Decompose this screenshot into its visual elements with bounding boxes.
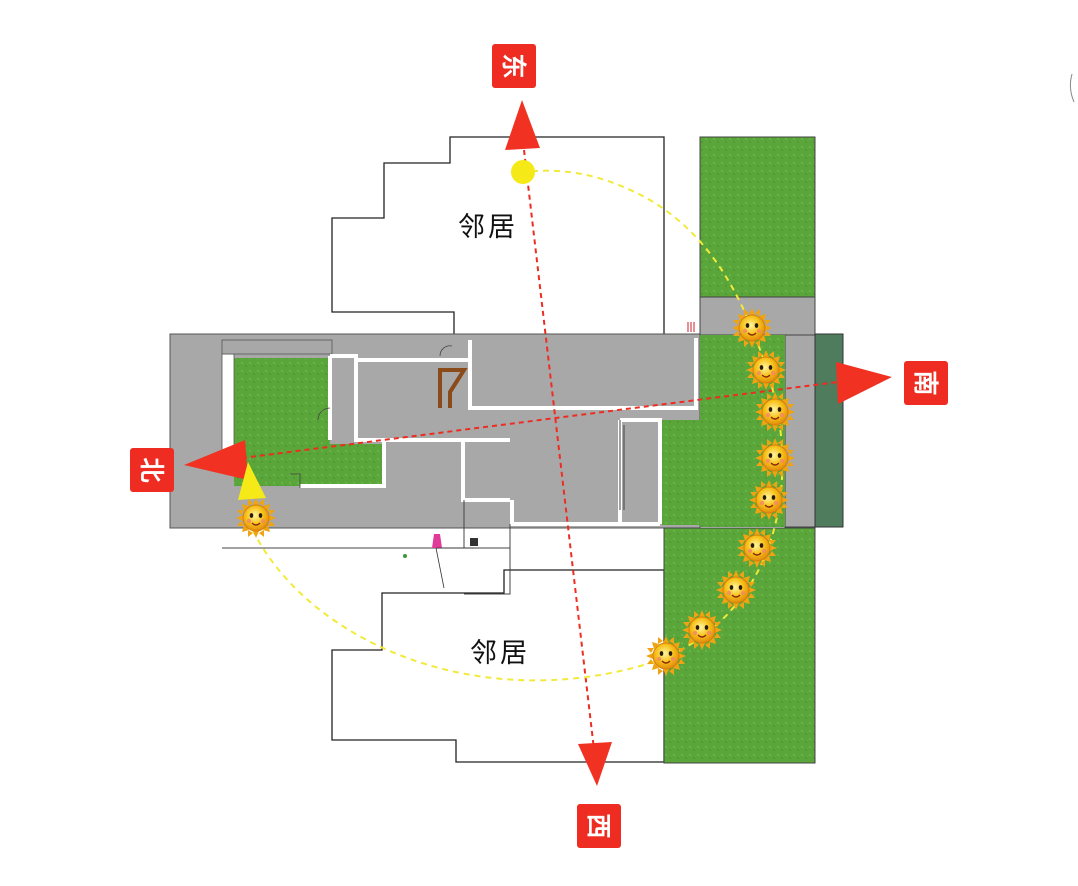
svg-text:西: 西 <box>584 813 613 838</box>
red-fixture-marks <box>687 322 695 332</box>
interior-thin-lines <box>222 420 625 595</box>
lawn-right-top <box>699 136 816 298</box>
east-west-axis <box>523 149 596 759</box>
stray-mark <box>1069 73 1075 103</box>
svg-text:东: 东 <box>499 53 528 78</box>
sun-dot-icon <box>511 160 535 184</box>
south-arrowhead <box>836 362 892 404</box>
smiling-sun-icon <box>235 497 277 539</box>
lawn-right-inner <box>662 420 702 525</box>
smiling-sun-icon <box>681 609 723 651</box>
plant-annotation <box>403 534 478 589</box>
svg-text:南: 南 <box>911 370 940 395</box>
paving-right-col <box>784 334 816 528</box>
lawn-right-bottom <box>663 527 816 764</box>
smiling-sun-icon <box>754 391 796 433</box>
west-arrowhead <box>578 742 612 786</box>
north-arrowhead <box>184 440 248 480</box>
smiling-sun-icon <box>745 349 787 391</box>
smiling-sun-icon <box>715 569 757 611</box>
north-label: 北 <box>130 448 174 492</box>
east-arrowhead <box>505 100 540 150</box>
neighbor-bottom-outline <box>331 569 665 763</box>
neighbor-label-bottom: 邻居 <box>470 638 530 669</box>
east-label: 东 <box>492 44 536 88</box>
interior-walls <box>222 338 698 542</box>
staircase <box>438 368 468 408</box>
door-swing-marks <box>290 345 453 488</box>
neighbor-label-top: 邻居 <box>458 212 518 243</box>
sun-start-arrowhead <box>238 462 266 500</box>
left-top-rim <box>221 339 333 355</box>
smiling-sun-icon <box>748 479 790 521</box>
lawn-left-lower <box>234 444 384 486</box>
north-south-axis <box>241 381 839 459</box>
smiling-sun-icon <box>754 437 796 479</box>
south-label: 南 <box>904 361 948 405</box>
smiling-sun-icon <box>731 307 773 349</box>
svg-text:北: 北 <box>137 457 166 482</box>
smiling-sun-icon <box>736 527 778 569</box>
west-label: 西 <box>577 804 621 848</box>
sun-path <box>247 169 784 682</box>
smiling-sun-icon <box>645 635 687 677</box>
